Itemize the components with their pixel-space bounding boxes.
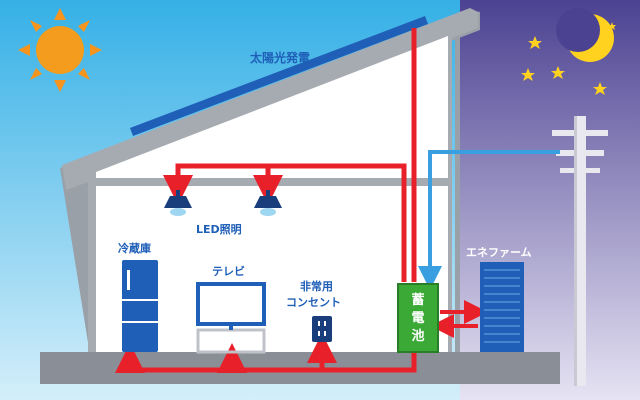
enefarm-label: エネファーム — [466, 246, 532, 259]
utility-pole-icon — [552, 116, 608, 386]
battery-label-char-3: 池 — [411, 328, 424, 344]
solar-label: 太陽光発電 — [250, 50, 310, 65]
sun-icon — [18, 8, 102, 92]
fridge-icon — [122, 260, 158, 352]
tv-label: テレビ — [212, 264, 245, 278]
outlet-label-line1: 非常用 — [300, 279, 333, 293]
outlet-label-line2: コンセント — [286, 296, 341, 309]
fuel-cell-icon — [480, 262, 524, 352]
power-lines — [115, 28, 417, 373]
tv-icon — [196, 282, 266, 354]
solar-panel-icon — [130, 16, 428, 136]
fridge-label: 冷蔵庫 — [118, 241, 151, 255]
outlet-icon — [312, 316, 332, 342]
grid-line — [418, 150, 560, 290]
battery-label-char-2: 電 — [411, 311, 424, 326]
battery-enefarm-arrows — [430, 300, 488, 338]
lamp-icon — [164, 190, 192, 216]
lamp-icon — [254, 190, 282, 216]
star-icon — [521, 22, 616, 95]
battery-icon — [397, 283, 439, 353]
battery-label-char-1: 蓄 — [411, 292, 424, 308]
moon-icon — [556, 8, 614, 62]
led-label: LED照明 — [196, 223, 242, 236]
